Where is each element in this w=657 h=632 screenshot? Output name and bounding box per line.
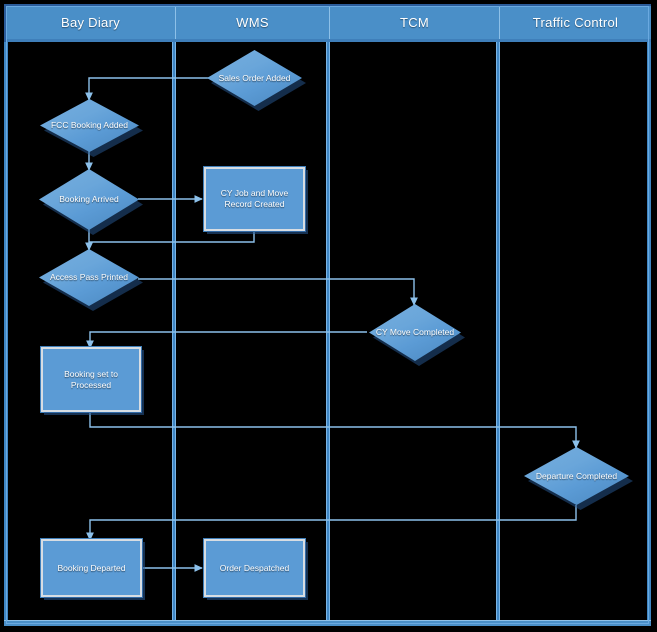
node-departure-completed[interactable]: Departure Completed (524, 447, 633, 510)
edge-sales-order-to-fcc-booking (85, 77, 211, 101)
frame-right-edge (647, 42, 651, 622)
edge-booking-processed-to-departure (89, 412, 580, 449)
lane-title: Traffic Control (532, 15, 619, 30)
node-label: FCC Booking Added (50, 120, 129, 130)
node-label: Booking set to Processed (64, 368, 118, 390)
node-label: Booking Arrived (59, 194, 119, 204)
node-label: Departure Completed (535, 470, 618, 481)
node-label: CY Move Completed (375, 327, 455, 337)
lane-header-traffic-control[interactable]: Traffic Control (500, 6, 651, 39)
lane-header-tcm[interactable]: TCM (330, 6, 500, 39)
node-sales-order-added[interactable]: Sales Order Added (207, 50, 306, 111)
node-access-pass-printed[interactable]: Access Pass Printed (39, 249, 143, 311)
lane-header-bay-diary[interactable]: Bay Diary (6, 6, 176, 39)
header-band-bottom (6, 39, 651, 42)
node-label: Order Despatched (219, 562, 290, 573)
node-cy-move-completed[interactable]: CY Move Completed (369, 304, 465, 366)
edge-access-pass-to-cy-move (138, 278, 418, 306)
node-label: Sales Order Added (218, 72, 291, 83)
lane-title: TCM (399, 15, 430, 30)
node-label: CY Job and Move Record Created (220, 188, 289, 209)
node-fcc-booking-added[interactable]: FCC Booking Added (40, 99, 143, 157)
edge-departure-to-booking-departed (86, 505, 577, 541)
node-booking-arrived[interactable]: Booking Arrived (39, 169, 143, 235)
edge-cy-move-to-booking-processed (86, 331, 367, 349)
node-label: Access Pass Printed (50, 272, 128, 282)
lane-title: WMS (236, 15, 269, 30)
node-cy-job-and-move-record-created[interactable]: CY Job and Move Record Created (204, 167, 305, 231)
node-booking-set-to-processed[interactable]: Booking set to Processed (41, 347, 141, 412)
edge-cy-job-to-access-pass (89, 232, 255, 243)
node-order-despatched[interactable]: Order Despatched (204, 539, 305, 597)
lane-header-wms[interactable]: WMS (176, 6, 330, 39)
lane-separator-3 (496, 42, 500, 622)
lane-title: Bay Diary (60, 15, 121, 30)
node-booking-departed[interactable]: Booking Departed (41, 539, 142, 597)
node-label: Booking Departed (57, 562, 126, 573)
